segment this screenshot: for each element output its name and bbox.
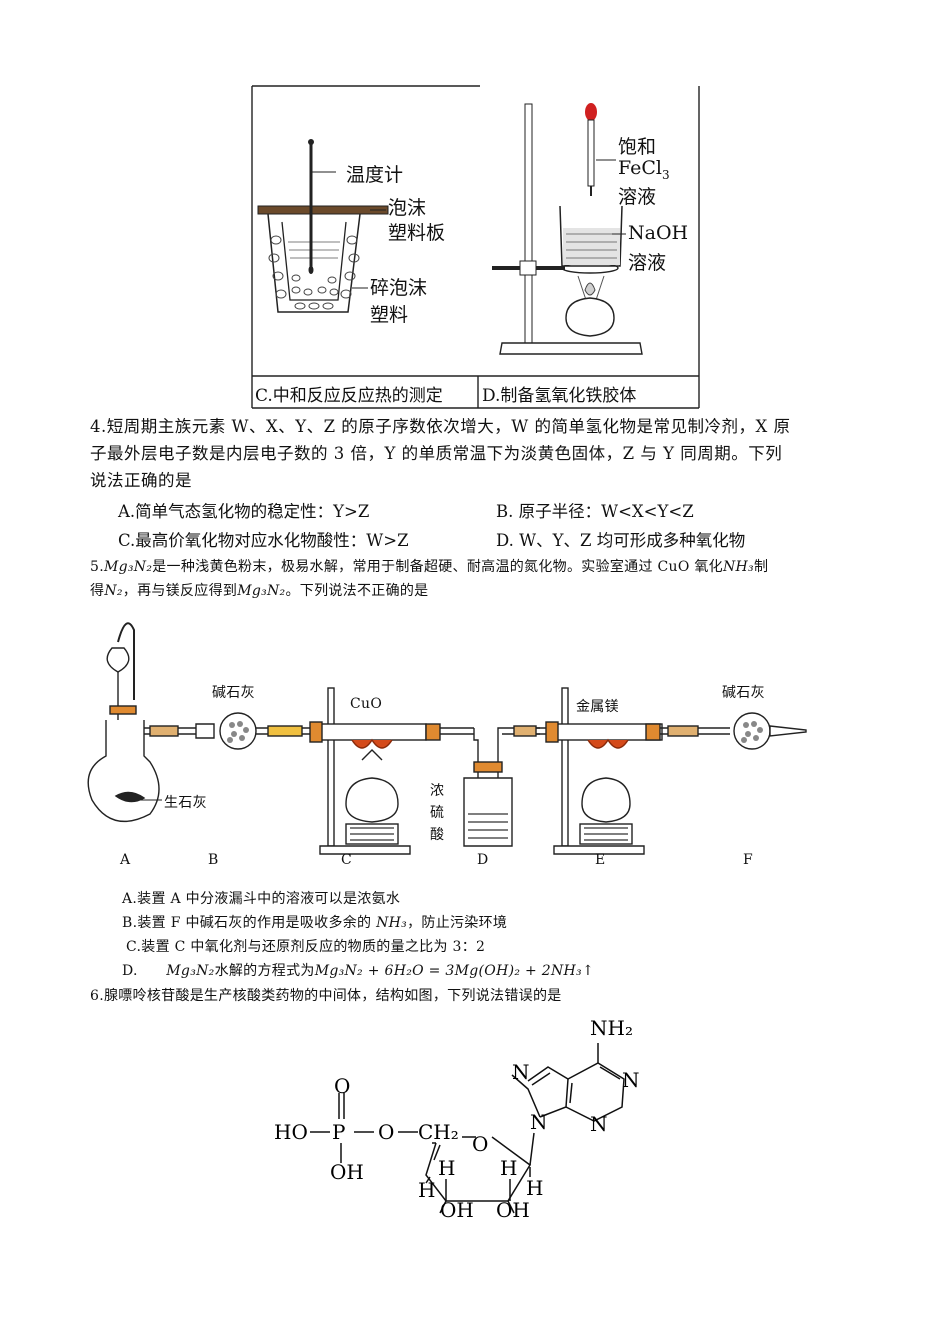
struct-o-double: O xyxy=(334,1074,350,1098)
label-soda-lime-f: 碱石灰 xyxy=(722,685,765,701)
q6-text: 6.腺嘌呤核苷酸是生产核酸类药物的中间体，结构如图，下列说法错误的是 xyxy=(90,988,562,1004)
q5-option-a: A.装置 A 中分液漏斗中的溶液可以是浓氨水 xyxy=(122,891,401,907)
device-b xyxy=(195,712,318,750)
q4-option-a: A.简单气态氢化物的稳定性：Y>Z xyxy=(118,502,370,521)
letter-c: C xyxy=(341,852,353,868)
q5-option-b: B.装置 F 中碱石灰的作用是吸收多余的 NH₃，防止污染环境 xyxy=(122,915,508,931)
device-f xyxy=(733,712,807,750)
label-soda-lime-b: 碱石灰 xyxy=(212,685,255,701)
letter-b: B xyxy=(208,852,219,868)
q4-option-b: B. 原子半径：W<X<Y<Z xyxy=(496,502,694,521)
q5-line-1: 5.Mg₃N₂是一种浅黄色粉末，极易水解，常用于制备超硬、耐高温的氮化物。实验室… xyxy=(90,559,769,575)
device-e xyxy=(545,687,730,855)
label-foam-board-1: 泡沫 xyxy=(388,197,427,219)
label-fecl3-2: FeCl3 xyxy=(618,157,670,182)
struct-oh-3: OH xyxy=(496,1198,530,1222)
struct-o-ring: O xyxy=(472,1132,488,1156)
calorimeter xyxy=(257,139,389,313)
struct-o-bridge: O xyxy=(378,1120,394,1144)
label-thermometer: 温度计 xyxy=(346,164,404,186)
letter-a: A xyxy=(120,852,131,868)
label-acid-3: 酸 xyxy=(430,827,445,843)
struct-p: P xyxy=(332,1120,345,1144)
struct-n1: N xyxy=(622,1068,640,1092)
struct-nh2: NH₂ xyxy=(590,1016,633,1040)
struct-n9: N xyxy=(530,1110,548,1134)
struct-h-2: H xyxy=(418,1178,435,1202)
label-fecl3-1: 饱和 xyxy=(618,136,657,158)
label-crushed-foam-1: 碎泡沫 xyxy=(370,277,428,299)
q5-line-2: 得N₂，再与镁反应得到Mg₃N₂。下列说法不正确的是 xyxy=(90,583,429,599)
struct-n3: N xyxy=(590,1112,608,1136)
figure-q5-apparatus xyxy=(87,622,807,855)
label-foam-board-2: 塑料板 xyxy=(388,222,446,244)
struct-h-3: H xyxy=(500,1156,517,1180)
label-cuo: CuO xyxy=(350,696,383,712)
adenosine-monophosphate-structure: NH₂ N N N N O HO P O CH₂ O OH H H H H OH… xyxy=(274,1016,640,1222)
label-magnesium: 金属镁 xyxy=(576,699,619,715)
caption-c: C.中和反应反应热的测定 xyxy=(255,386,443,406)
label-acid-1: 浓 xyxy=(430,783,445,799)
letter-d: D xyxy=(477,852,489,868)
struct-oh-2: OH xyxy=(440,1198,474,1222)
struct-ho: HO xyxy=(274,1120,308,1144)
letter-e: E xyxy=(595,852,606,868)
colloid-apparatus xyxy=(492,103,643,355)
struct-h-1: H xyxy=(438,1156,455,1180)
q4-line-2: 子最外层电子数是内层电子数的 3 倍，Y 的单质常温下为淡黄色固体，Z 与 Y … xyxy=(90,444,783,463)
label-naoh-1: NaOH xyxy=(628,222,689,244)
device-c xyxy=(309,687,474,855)
q4-line-3: 说法正确的是 xyxy=(90,471,192,490)
struct-oh-p: OH xyxy=(330,1160,364,1184)
letter-f: F xyxy=(743,852,754,868)
label-quicklime: 生石灰 xyxy=(164,795,207,811)
label-fecl3-3: 溶液 xyxy=(618,186,657,208)
struct-n7: N xyxy=(512,1060,530,1084)
q4-option-c: C.最高价氧化物对应水化物酸性：W>Z xyxy=(118,531,409,550)
struct-h-4: H xyxy=(526,1176,543,1200)
device-d xyxy=(463,725,556,847)
label-acid-2: 硫 xyxy=(430,805,445,821)
device-a xyxy=(87,622,196,823)
label-naoh-2: 溶液 xyxy=(628,252,667,274)
q4-option-d: D. W、Y、Z 均可形成多种氧化物 xyxy=(496,531,746,550)
caption-d: D.制备氢氧化铁胶体 xyxy=(482,386,637,406)
q5-option-d: D. Mg₃N₂水解的方程式为Mg₃N₂ + 6H₂O = 3Mg(OH)₂ +… xyxy=(122,963,594,979)
struct-ch2: CH₂ xyxy=(418,1120,459,1144)
q4-line-1: 4.短周期主族元素 W、X、Y、Z 的原子序数依次增大，W 的简单氢化物是常见制… xyxy=(90,417,791,436)
label-crushed-foam-2: 塑料 xyxy=(370,304,409,326)
q5-option-c: C.装置 C 中氧化剂与还原剂反应的物质的量之比为 3：2 xyxy=(126,939,486,955)
figure-q3 xyxy=(251,85,700,409)
